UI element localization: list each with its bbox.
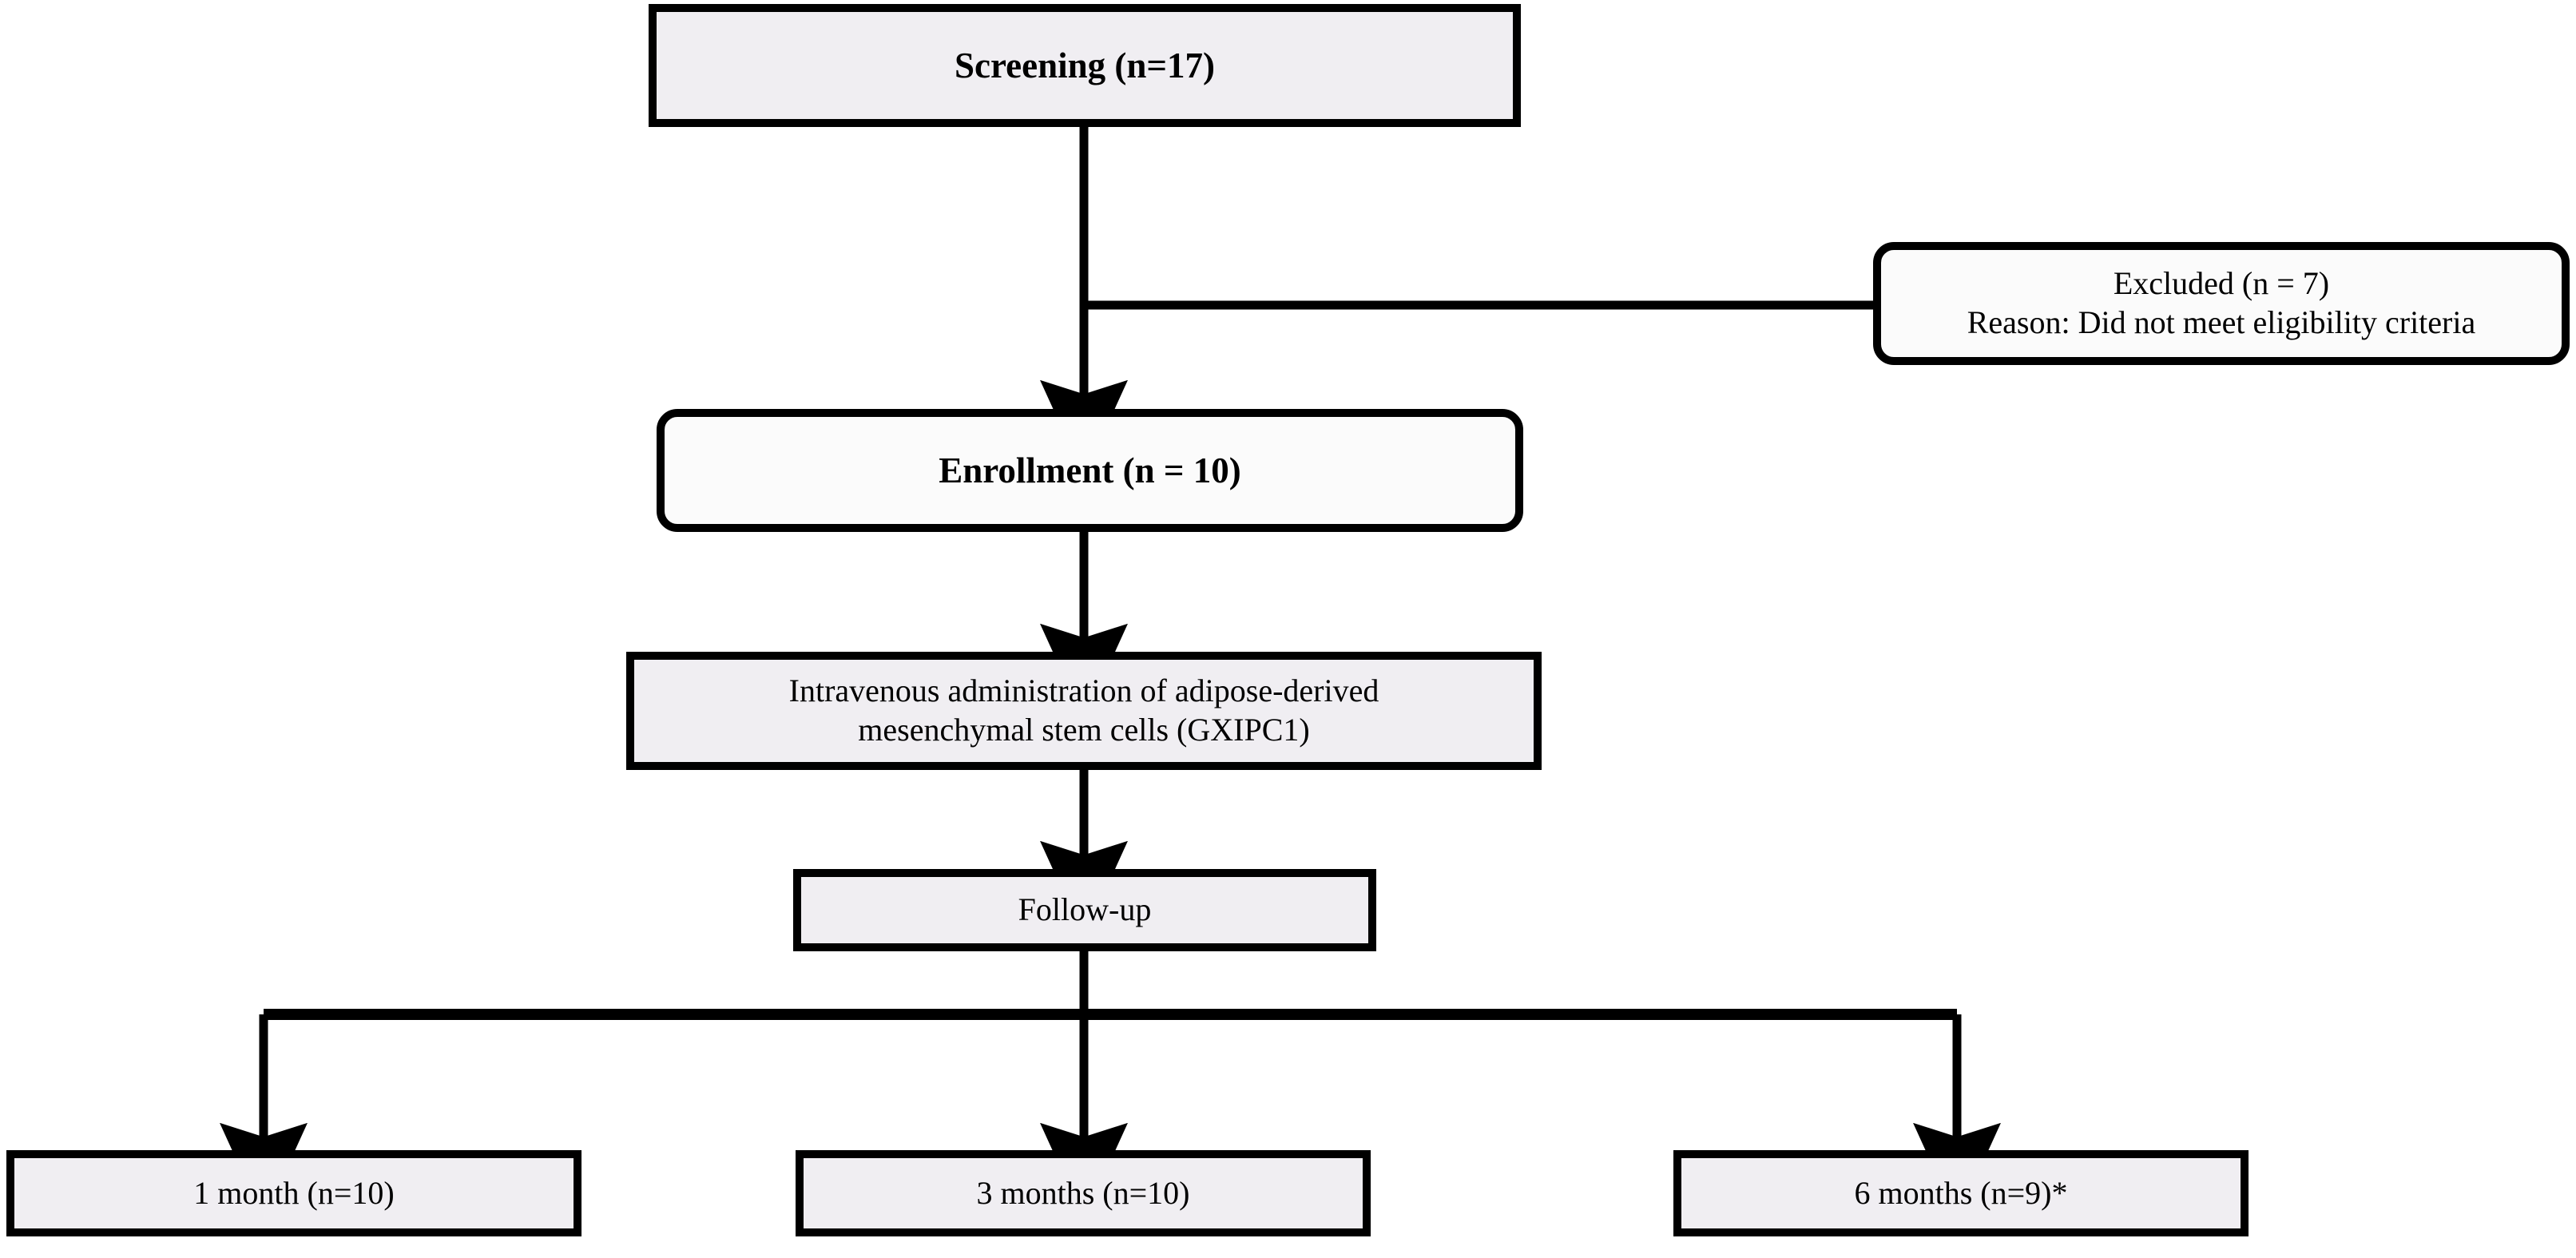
node-month6: 6 months (n=9)*: [1673, 1150, 2249, 1236]
node-administration-label: Intravenous administration of adipose-de…: [788, 673, 1379, 748]
node-screening-label: Screening (n=17): [954, 45, 1216, 85]
node-excluded-label: Excluded (n = 7) Reason: Did not meet el…: [1967, 265, 2476, 340]
node-followup: Follow-up: [793, 869, 1376, 951]
node-followup-label: Follow-up: [1018, 891, 1152, 928]
node-excluded: Excluded (n = 7) Reason: Did not meet el…: [1873, 242, 2570, 365]
node-month3-label: 3 months (n=10): [976, 1174, 1190, 1211]
node-month1-label: 1 month (n=10): [193, 1174, 395, 1211]
node-month6-label: 6 months (n=9)*: [1854, 1174, 2068, 1211]
node-administration: Intravenous administration of adipose-de…: [626, 652, 1542, 770]
node-month3: 3 months (n=10): [796, 1150, 1371, 1236]
node-enrollment: Enrollment (n = 10): [657, 409, 1523, 532]
node-enrollment-label: Enrollment (n = 10): [939, 450, 1241, 490]
node-month1: 1 month (n=10): [6, 1150, 581, 1236]
node-screening: Screening (n=17): [649, 4, 1521, 127]
